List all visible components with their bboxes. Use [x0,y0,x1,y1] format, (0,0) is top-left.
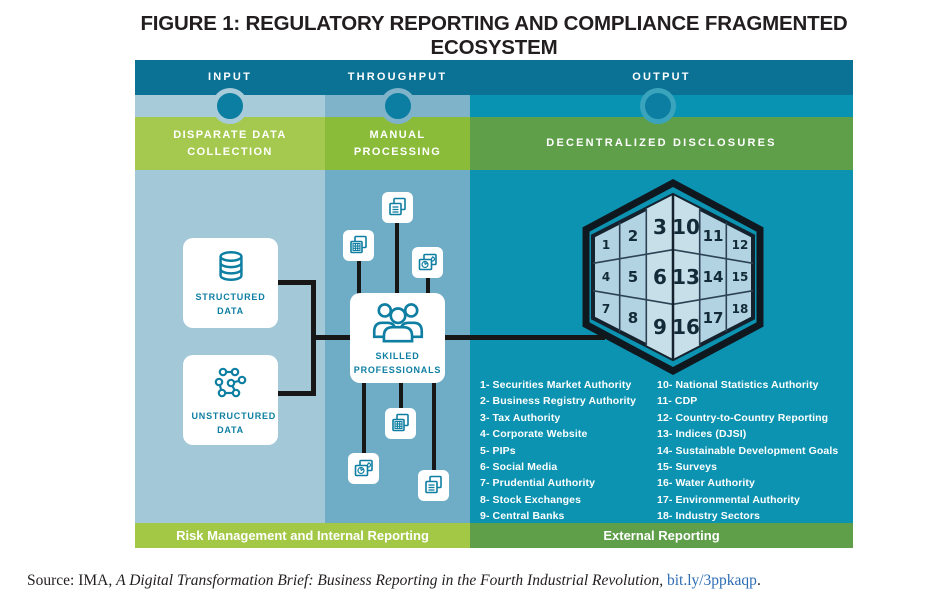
chart-pages-icon [354,459,373,476]
phase-label-disparate-data-collection: DISPARATE DATA COLLECTION [173,129,287,158]
spreadsheet-pages-icon [349,235,367,253]
list-item: 18- Industry Sectors [657,510,760,523]
cube-cell: 11 [703,227,724,245]
phase-label-manual-processing: MANUAL PROCESSING [353,129,442,158]
cube-cell: 2 [628,227,638,245]
phase-input: DISPARATE DATA COLLECTION [135,117,325,170]
footer-bar-external-reporting: External Reporting [470,523,853,548]
disclosures-list-1: 1- Securities Market Authority 2- Busine… [480,377,652,525]
source-citation: Source: IMA, A Digital Transformation Br… [27,572,761,590]
list-item: 9- Central Banks [480,510,565,523]
report-box [348,453,379,484]
footer-bar-internal-reporting: Risk Management and Internal Reporting [135,523,470,548]
connector-line [311,335,605,340]
source-link[interactable]: bit.ly/3ppkaqp [666,572,757,589]
report-box [385,408,416,439]
list-item: 17- Environmental Authority [657,493,800,506]
flow-node-throughput [380,88,416,124]
cube-cell: 14 [703,268,724,286]
connector-line [426,265,430,300]
figure-title: FIGURE 1: REGULATORY REPORTING AND COMPL… [140,12,848,59]
cube-cell: 6 [653,265,667,289]
connector-line [399,378,403,418]
hexagon-cube-graphic: 1 2 3 4 5 6 7 8 9 10 11 12 13 14 15 16 1… [582,179,764,375]
structured-data-label: STRUCTURED DATA [195,292,266,316]
stage-label-output: OUTPUT [632,71,691,83]
document-pages-icon [424,475,442,493]
phase-output: DECENTRALIZED DISCLOSURES [470,117,853,170]
cube-cell: 3 [653,215,667,239]
list-item: 2- Business Registry Authority [480,395,637,408]
connector-line [395,210,399,300]
network-icon [214,368,246,398]
phase-throughput: MANUAL PROCESSING [325,117,470,170]
flow-node-output [640,88,676,124]
document-pages-icon [388,197,406,215]
phase-band: DISPARATE DATA COLLECTION MANUAL PROCESS… [135,117,853,170]
database-icon [218,251,243,282]
phase-label-decentralized-disclosures: DECENTRALIZED DISCLOSURES [546,137,777,150]
cube-cell: 13 [672,265,700,289]
source-period: . [756,572,761,589]
cube-cell: 4 [602,270,610,284]
cube-cell: 8 [628,309,638,327]
skilled-professionals-label: SKILLED PROFESSIONALS [353,351,442,375]
source-work-title: A Digital Transformation Brief: Business… [116,572,667,589]
cube-cell: 18 [732,302,749,316]
list-item: 6- Social Media [480,461,558,474]
cube-cell: 7 [602,302,610,316]
unstructured-data-label: UNSTRUCTURED DATA [191,411,277,435]
flow-node-input [212,88,248,124]
report-box [343,230,374,261]
stage-label-throughput: THROUGHPUT [347,71,448,83]
report-box [412,247,443,278]
list-item: 10- National Statistics Authority [657,379,819,391]
list-item: 8- Stock Exchanges [480,493,582,506]
list-item: 1- Securities Market Authority [480,379,632,391]
unstructured-data-box: UNSTRUCTURED DATA [183,355,278,445]
list-item: 13- Indices (DJSI) [657,428,747,441]
list-item: 16- Water Authority [657,477,755,490]
list-item: 15- Surveys [657,461,718,474]
connector-line [357,250,361,300]
cube-cell: 10 [672,215,700,239]
list-item: 11- CDP [657,395,698,408]
people-icon [372,303,423,344]
list-item: 4- Corporate Website [480,428,588,441]
report-box [382,192,413,223]
structured-data-box: STRUCTURED DATA [183,238,278,328]
cube-cell: 16 [672,315,700,339]
list-item: 3- Tax Authority [480,411,561,424]
list-item: 12- Country-to-Country Reporting [657,411,829,424]
cube-cell: 5 [628,268,638,286]
connector-line [278,280,316,285]
list-item: 5- PIPs [480,444,516,457]
connector-line [278,391,316,396]
cube-cell: 9 [653,315,667,339]
cube-cell: 1 [602,238,610,252]
stage-label-input: INPUT [208,71,252,83]
chart-pages-icon [418,253,437,270]
list-item: 14- Sustainable Development Goals [657,444,839,457]
disclosures-list-2: 10- National Statistics Authority 11- CD… [657,377,853,525]
cube-cell: 12 [732,238,749,252]
connector-line [432,378,436,480]
body-input-column [135,170,325,523]
spreadsheet-pages-icon [391,413,409,431]
stage-header-bar: INPUT THROUGHPUT OUTPUT [135,60,853,95]
cube-cell: 17 [703,309,724,327]
report-box [418,470,449,501]
cube-cell: 15 [732,270,749,284]
skilled-professionals-box: SKILLED PROFESSIONALS [350,293,445,383]
connector-line [362,378,366,463]
diagram: INPUT THROUGHPUT OUTPUT DISPARATE DATA C… [135,60,853,548]
list-item: 7- Prudential Authority [480,477,596,490]
source-prefix: Source: IMA, [27,572,117,589]
